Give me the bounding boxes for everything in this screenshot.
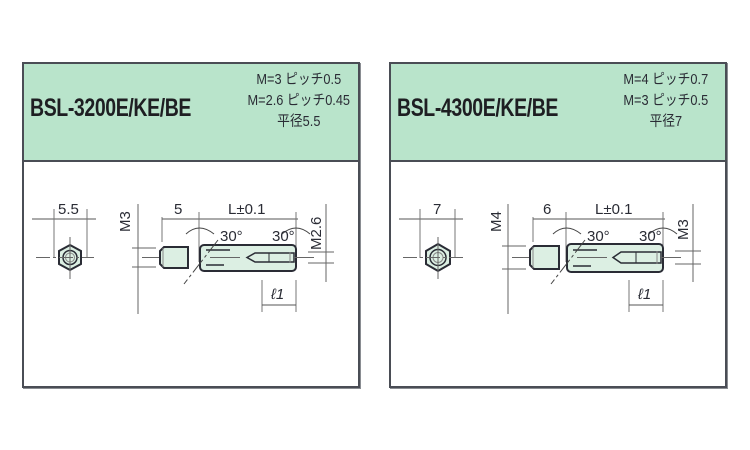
male-length-label: 5 bbox=[174, 201, 182, 218]
length-label: L±0.1 bbox=[228, 201, 265, 218]
spacer-spec-panel-1: BSL-3200E/KE/BE M=3 ピッチ0.5 M=2.6 ピッチ0.45… bbox=[22, 62, 360, 388]
male-length-label: 6 bbox=[543, 201, 551, 218]
angle-right-label: 30° bbox=[639, 228, 662, 245]
spacer-drawing: 5.5 M3 5 L±0.1 30° 30° M2.6 ℓ1 bbox=[32, 201, 334, 314]
hex-width-label: 7 bbox=[433, 201, 441, 218]
angle-left-label: 30° bbox=[220, 228, 243, 245]
hex-end-view-icon bbox=[32, 209, 96, 279]
female-depth-label: ℓ1 bbox=[637, 286, 651, 303]
female-thread-label: M2.6 bbox=[308, 217, 325, 250]
panel-header: BSL-3200E/KE/BE M=3 ピッチ0.5 M=2.6 ピッチ0.45… bbox=[24, 64, 358, 162]
technical-drawing: 5.5 M3 5 L±0.1 30° 30° M2.6 ℓ1 bbox=[24, 162, 358, 386]
spec-line: 平径7 bbox=[649, 114, 683, 130]
spacer-drawing: 7 M4 6 L±0.1 30° 30° M3 ℓ1 bbox=[399, 201, 701, 314]
spec-line: M=3 ピッチ0.5 bbox=[623, 93, 709, 109]
female-thread-label: M3 bbox=[675, 219, 692, 240]
hex-end-view-icon bbox=[399, 209, 463, 279]
angle-left-label: 30° bbox=[587, 228, 610, 245]
spec-line: M=4 ピッチ0.7 bbox=[623, 72, 709, 88]
male-thread-label: M4 bbox=[488, 211, 505, 232]
technical-drawing: 7 M4 6 L±0.1 30° 30° M3 ℓ1 bbox=[391, 162, 725, 386]
angle-right-label: 30° bbox=[272, 228, 295, 245]
length-label: L±0.1 bbox=[595, 201, 632, 218]
model-number: BSL-4300E/KE/BE bbox=[397, 94, 559, 122]
model-number: BSL-3200E/KE/BE bbox=[30, 94, 192, 122]
spec-line: M=3 ピッチ0.5 bbox=[256, 72, 342, 88]
thread-specs: M=3 ピッチ0.5 M=2.6 ピッチ0.45 平径5.5 bbox=[242, 70, 356, 133]
spec-line: M=2.6 ピッチ0.45 bbox=[247, 93, 351, 109]
hex-width-label: 5.5 bbox=[58, 201, 79, 218]
male-thread-label: M3 bbox=[117, 211, 134, 232]
female-depth-label: ℓ1 bbox=[270, 286, 284, 303]
thread-specs: M=4 ピッチ0.7 M=3 ピッチ0.5 平径7 bbox=[609, 70, 723, 133]
spec-line: 平径5.5 bbox=[277, 114, 321, 130]
spacer-spec-panel-2: BSL-4300E/KE/BE M=4 ピッチ0.7 M=3 ピッチ0.5 平径… bbox=[389, 62, 727, 388]
panel-header: BSL-4300E/KE/BE M=4 ピッチ0.7 M=3 ピッチ0.5 平径… bbox=[391, 64, 725, 162]
